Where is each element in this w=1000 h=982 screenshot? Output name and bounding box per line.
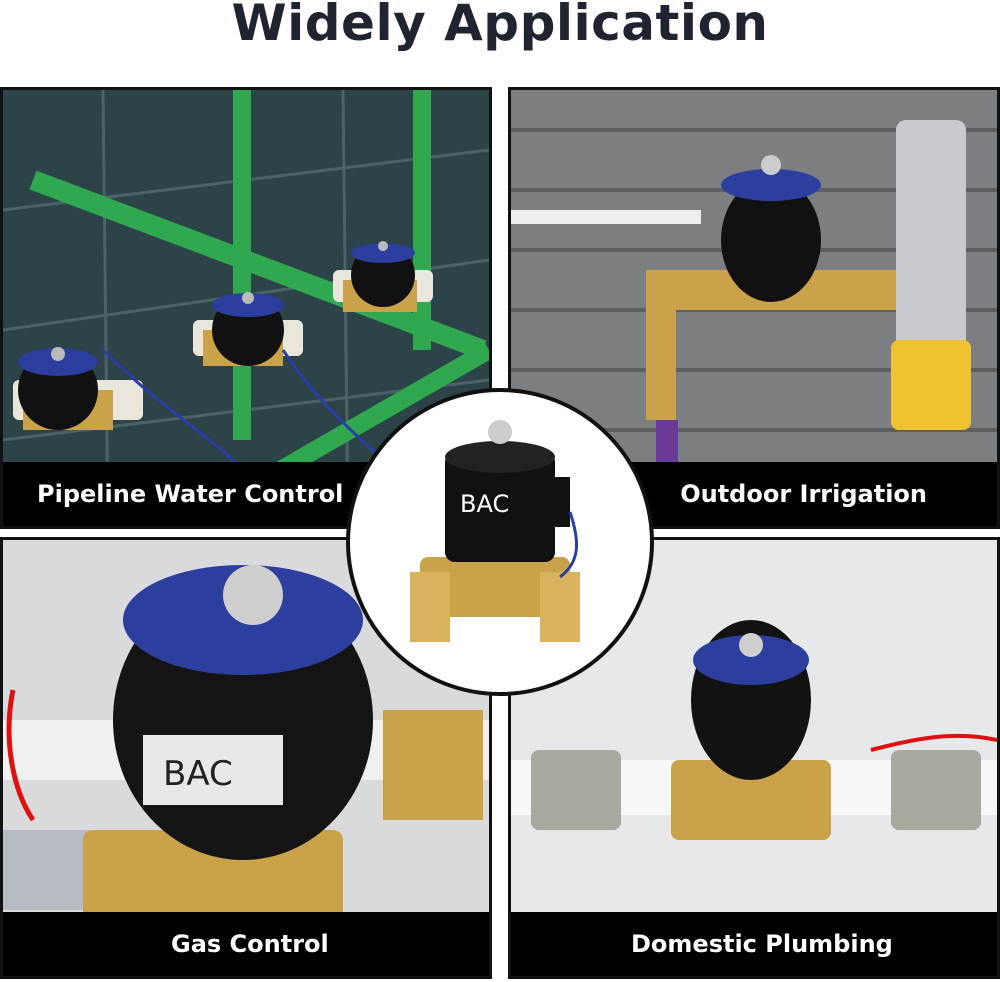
product-brand-mark: BAC bbox=[460, 490, 509, 518]
product-image: BAC bbox=[346, 388, 654, 696]
panel-domestic-plumbing: Domestic Plumbing bbox=[508, 537, 1000, 979]
panel-pipeline-water-control: Pipeline Water Control bbox=[0, 87, 492, 529]
valve-brand-mark: BAC bbox=[163, 754, 233, 794]
page-title: Widely Application bbox=[231, 0, 769, 52]
pipeline-valves-photo bbox=[3, 90, 489, 526]
solenoid-valve-illustration: BAC bbox=[410, 420, 580, 642]
caption-domestic-plumbing: Domestic Plumbing bbox=[511, 912, 997, 976]
caption-gas-control: Gas Control bbox=[3, 912, 489, 976]
